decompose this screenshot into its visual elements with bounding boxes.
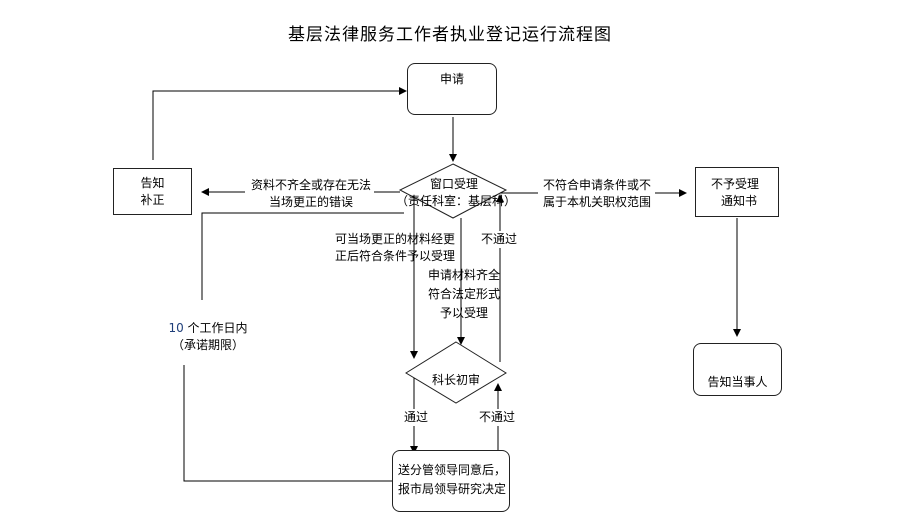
reject-notice-line1: 不予受理 bbox=[711, 177, 760, 191]
fail-upper-label: 不通过 bbox=[481, 231, 518, 248]
apply-label: 申请 bbox=[439, 72, 464, 86]
deadline-rest: 个工作日内 bbox=[183, 321, 248, 335]
leader-decision-line1: 送分管领导同意后， bbox=[398, 463, 507, 477]
deadline-line2: （承诺期限） bbox=[171, 338, 244, 352]
incomplete-label: 资料不齐全或存在无法 当场更正的错误 bbox=[248, 177, 374, 211]
apply-node: 申请 bbox=[407, 63, 497, 115]
fail-lower-label: 不通过 bbox=[479, 409, 516, 426]
not-eligible-line2: 属于本机关职权范围 bbox=[542, 195, 651, 209]
leader-decision-line2: 报市局领导研究决定 bbox=[398, 482, 507, 496]
not-eligible-line1: 不符合申请条件或不 bbox=[542, 178, 651, 192]
corrected-line1: 可当场更正的材料经更 bbox=[335, 232, 456, 246]
notify-correct-line1: 告知 bbox=[140, 176, 165, 190]
connector-deadline-bottom bbox=[183, 365, 392, 482]
reject-notice-node: 不予受理 通知书 bbox=[695, 167, 779, 217]
notify-correct-node: 告知 补正 bbox=[113, 168, 192, 215]
notify-party-label: 告知当事人 bbox=[707, 375, 768, 389]
connector-correct-to-apply bbox=[152, 87, 407, 160]
pass-lower-label: 通过 bbox=[404, 409, 429, 426]
window-accept-diamond bbox=[398, 163, 508, 219]
deadline-line1: 10 个工作日内 bbox=[165, 320, 251, 337]
notify-correct-line2: 补正 bbox=[140, 193, 165, 207]
incomplete-line1: 资料不齐全或存在无法 bbox=[250, 178, 371, 192]
review-diamond bbox=[405, 341, 507, 404]
review-label: 科长初审 bbox=[431, 373, 480, 387]
page-title: 基层法律服务工作者执业登记运行流程图 bbox=[288, 25, 612, 45]
complete-line2: 符合法定形式 bbox=[427, 287, 500, 301]
complete-line1: 申请材料齐全 bbox=[427, 268, 500, 282]
leader-decision-node: 送分管领导同意后， 报市局领导研究决定 bbox=[392, 450, 510, 512]
complete-label: 申请材料齐全 符合法定形式 予以受理 bbox=[426, 266, 502, 323]
complete-line3: 予以受理 bbox=[439, 306, 488, 320]
notify-party-node: 告知当事人 bbox=[693, 343, 782, 396]
deadline-label: 10 个工作日内 （承诺期限） bbox=[165, 320, 251, 354]
not-eligible-label: 不符合申请条件或不 属于本机关职权范围 bbox=[540, 177, 654, 211]
corrected-line2: 正后符合条件予以受理 bbox=[335, 249, 456, 263]
window-accept-line1: 窗口受理 bbox=[429, 177, 478, 191]
window-accept-line2: （责任科室：基层科） bbox=[396, 194, 517, 208]
window-accept-label: 窗口受理 （责任科室：基层科） bbox=[396, 176, 516, 210]
reject-notice-line2: 通知书 bbox=[721, 194, 758, 208]
incomplete-line2: 当场更正的错误 bbox=[268, 195, 353, 209]
deadline-number: 10 bbox=[168, 321, 184, 335]
connector-deadline-top bbox=[201, 212, 404, 300]
corrected-label: 可当场更正的材料经更 正后符合条件予以受理 bbox=[335, 231, 455, 265]
